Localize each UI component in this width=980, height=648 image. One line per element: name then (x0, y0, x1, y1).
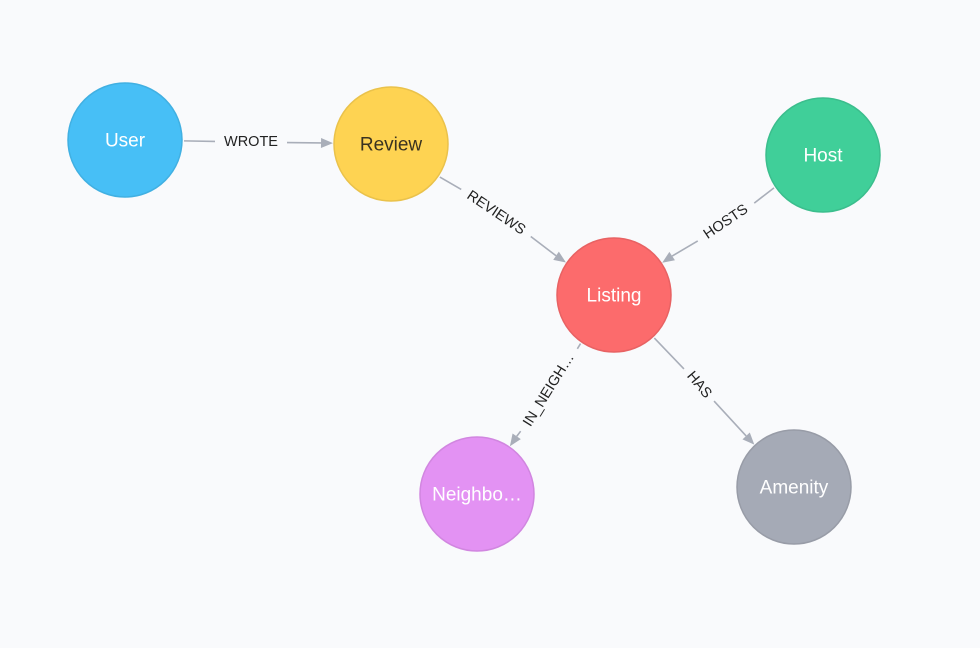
edge-line-reviews (439, 176, 462, 191)
node-neighborhood[interactable]: Neighbo… (419, 436, 535, 552)
arrowhead-icon (553, 251, 566, 263)
edge-line-has (713, 400, 747, 437)
node-label-amenity: Amenity (760, 478, 829, 499)
node-label-host: Host (803, 146, 843, 167)
node-circle-user (67, 82, 183, 198)
arrowhead-icon (662, 251, 675, 263)
edge-line-hosts (753, 187, 775, 204)
edge-in-neighborhood[interactable]: IN_NEIGH… (509, 343, 582, 447)
edge-line-hosts (671, 240, 699, 257)
node-circle-amenity (736, 429, 852, 545)
node-review[interactable]: Review (333, 86, 449, 202)
arrowhead-icon (320, 137, 334, 148)
node-circle-host (765, 97, 881, 213)
node-label-review: Review (360, 135, 423, 156)
edge-reviews[interactable]: REVIEWS (439, 176, 566, 263)
edge-line-reviews (530, 235, 557, 257)
node-amenity[interactable]: Amenity (736, 429, 852, 545)
edge-label-reviews: REVIEWS (464, 188, 528, 239)
node-host[interactable]: Host (765, 97, 881, 213)
edge-line-has (653, 337, 685, 370)
node-label-neighborhood: Neighbo… (432, 485, 522, 506)
edge-label-in-neighborhood: IN_NEIGH… (520, 351, 578, 430)
node-label-user: User (105, 131, 146, 152)
edge-label-hosts: HOSTS (701, 201, 751, 242)
edge-label-wrote: WROTE (224, 134, 278, 150)
node-circle-neighborhood (419, 436, 535, 552)
edge-wrote[interactable]: WROTE (183, 134, 334, 150)
edge-line-in-neighborhood (576, 343, 582, 350)
edge-label-has: HAS (683, 368, 714, 401)
node-listing[interactable]: Listing (556, 237, 672, 353)
edge-line-wrote (183, 140, 216, 143)
edges-layer: WROTE REVIEWS HOSTS IN_NEIGH… HAS (183, 134, 775, 447)
node-circle-listing (556, 237, 672, 353)
edge-hosts[interactable]: HOSTS (662, 187, 775, 263)
edge-line-in-neighborhood (516, 430, 522, 437)
arrowhead-icon (509, 433, 521, 447)
node-label-listing: Listing (587, 286, 642, 307)
edge-has[interactable]: HAS (653, 337, 755, 445)
node-user[interactable]: User (67, 82, 183, 198)
node-circle-review (333, 86, 449, 202)
arrowhead-icon (742, 432, 755, 445)
